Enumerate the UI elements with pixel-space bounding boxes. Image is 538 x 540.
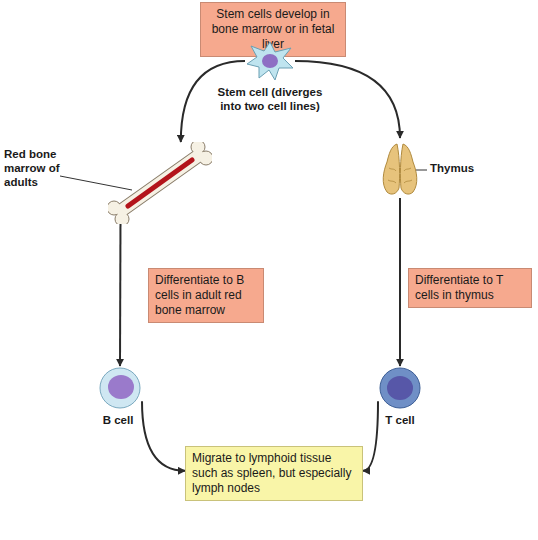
nucleus xyxy=(108,375,134,399)
node-label: Stem cell (diverges into two cell lines) xyxy=(210,86,330,114)
arrow-connector xyxy=(295,61,400,138)
thymus: Thymus xyxy=(379,138,421,198)
arrow-connector xyxy=(399,198,401,366)
leader-line xyxy=(60,176,132,190)
node-label: Red bone marrow of adults xyxy=(4,148,76,189)
box-text: Differentiate to B cells in adult red bo… xyxy=(155,273,257,318)
box-text: Stem cells develop in bone marrow or in … xyxy=(207,7,339,52)
node-label: Thymus xyxy=(430,162,500,176)
arrow-connector xyxy=(363,401,378,471)
b-cell: B cell xyxy=(98,366,142,410)
red-marrow xyxy=(128,160,192,206)
cell-body xyxy=(380,368,420,408)
node-label: T cell xyxy=(360,414,440,428)
arrow-connector xyxy=(119,224,121,366)
bone-illustration xyxy=(108,142,212,224)
note-box: Differentiate to T cells in thymus xyxy=(408,268,532,308)
thymus-illustration xyxy=(379,138,421,198)
thymus-fold xyxy=(388,168,412,183)
stem-cell: Stem cell (diverges into two cell lines) xyxy=(245,40,295,82)
bone: Red bone marrow of adults xyxy=(108,142,212,224)
b-cell-illustration xyxy=(98,366,142,410)
nucleus xyxy=(387,376,413,400)
bone-outline xyxy=(122,156,198,210)
box-text: Differentiate to T cells in thymus xyxy=(415,273,525,303)
box-text: Migrate to lymphoid tissue such as splee… xyxy=(192,451,356,496)
note-box: Migrate to lymphoid tissue such as splee… xyxy=(185,446,363,501)
cell-body xyxy=(100,368,140,408)
bone-shaft xyxy=(122,156,198,210)
nucleus xyxy=(262,54,278,68)
t-cell-illustration xyxy=(378,366,422,410)
arrow-connector xyxy=(142,401,185,471)
note-box: Differentiate to B cells in adult red bo… xyxy=(148,268,264,323)
node-label: B cell xyxy=(78,414,158,428)
t-cell: T cell xyxy=(378,366,422,410)
cell-body xyxy=(247,42,293,80)
stem-cell-illustration xyxy=(245,40,295,82)
